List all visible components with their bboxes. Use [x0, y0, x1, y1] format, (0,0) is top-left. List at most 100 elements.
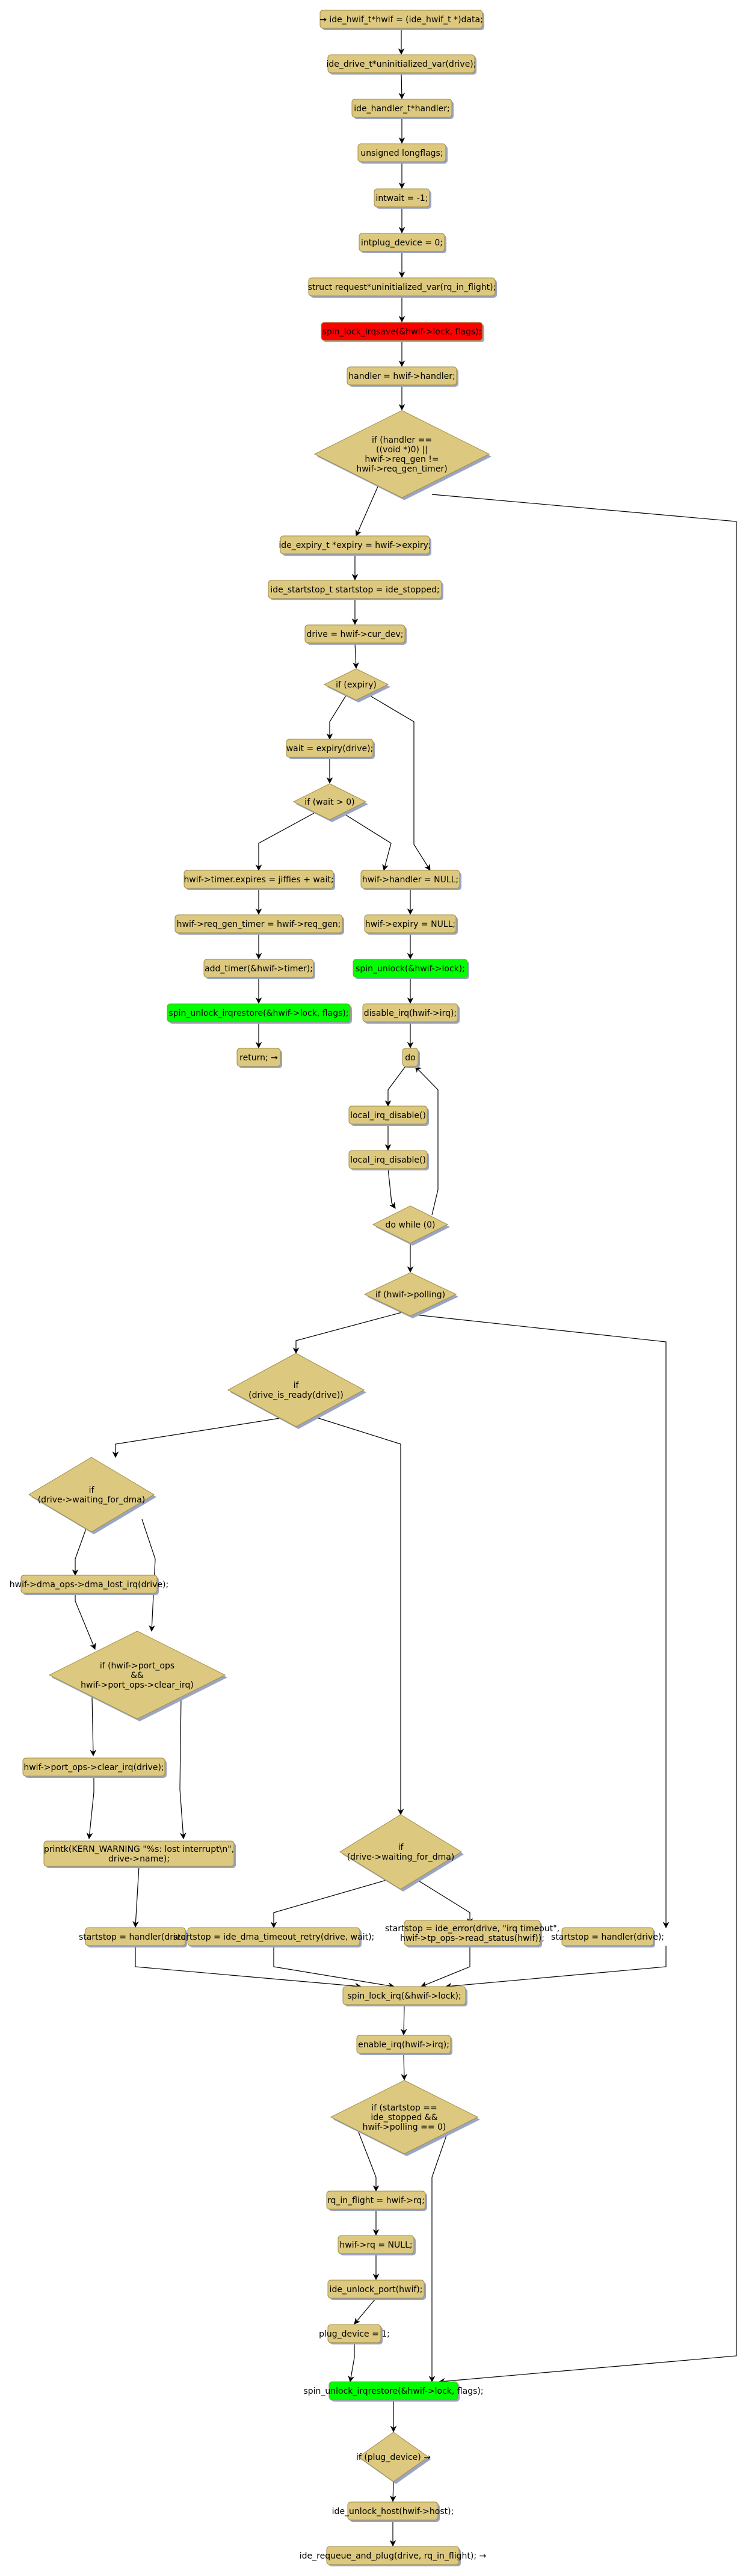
process-node-n40[interactable]: ide_unlock_host(hwif->host);: [332, 2501, 454, 2522]
diamond-shape: [323, 668, 389, 701]
decision-node-d11[interactable]: if (plug_device) →: [356, 2432, 431, 2484]
process-node-n15[interactable]: hwif->req_gen_timer = hwif->req_gen;: [174, 914, 344, 935]
process-node-n4[interactable]: unsigned longflags;: [357, 143, 448, 164]
decision-node-d5[interactable]: if (hwif->polling): [363, 1272, 458, 1318]
edge-d10-to-n39: [428, 2132, 448, 2383]
edge-d1-to-n39: [431, 494, 737, 2385]
process-node-n38[interactable]: plug_device = 1;: [319, 2324, 390, 2344]
process-node-n34[interactable]: enable_irq(hwif->irq);: [356, 2035, 452, 2055]
diamond-shape: [339, 1814, 462, 1890]
decision-node-d1[interactable]: if (handler ==((void *)0) ||hwif->req_ge…: [313, 410, 492, 500]
process-node-n30[interactable]: startstop = ide_dma_timeout_retry(drive,…: [173, 1927, 375, 1947]
node-label: ide_handler_t*handler;: [354, 104, 450, 114]
decision-node-d7[interactable]: if(drive->waiting_for_dma): [28, 1457, 156, 1534]
edge-d8-to-n28: [179, 1696, 186, 1840]
process-node-n12[interactable]: drive = hwif->cur_dev;: [304, 624, 407, 645]
edge-d6-to-d9: [312, 1416, 404, 1816]
process-node-n2[interactable]: ide_drive_t*uninitialized_var(drive);: [327, 54, 477, 75]
box-shape: [304, 624, 405, 644]
node-label: startstop = handler(drive);: [551, 1932, 664, 1942]
node-label: disable_irq(hwif->irq);: [364, 1009, 457, 1018]
edge-n27-to-n28: [86, 1776, 94, 1840]
process-node-n41[interactable]: ide_requeue_and_plug(drive, rq_in_flight…: [300, 2546, 487, 2566]
edge-d1-to-n10: [355, 481, 381, 536]
process-node-n17[interactable]: spin_unlock_irqrestore(&hwif->lock, flag…: [167, 1003, 352, 1024]
process-node-n26[interactable]: hwif->dma_ops->dma_lost_irq(drive);: [10, 1575, 169, 1595]
node-label: intplug_device = 0;: [361, 238, 443, 248]
process-node-n31[interactable]: startstop = ide_error(drive, "irq timeou…: [385, 1920, 560, 1947]
process-node-n25[interactable]: local_irq_disable(): [348, 1150, 429, 1170]
decision-node-d8[interactable]: if (hwif->port_ops&&hwif->port_ops->clea…: [48, 1631, 227, 1721]
process-node-n36[interactable]: hwif->rq = NULL;: [338, 2235, 416, 2255]
process-node-n23[interactable]: do: [402, 1048, 420, 1068]
process-node-n7[interactable]: struct request*uninitialized_var(rq_in_f…: [308, 277, 497, 298]
process-node-n24[interactable]: local_irq_disable(): [348, 1105, 429, 1126]
process-node-n28[interactable]: printk(KERN_WARNING "%s: lost interrupt\…: [43, 1840, 236, 1868]
decision-node-d10[interactable]: if (startstop ==ide_stopped &&hwif->poll…: [330, 2080, 480, 2156]
process-node-n3[interactable]: ide_handler_t*handler;: [351, 99, 454, 119]
box-shape: [236, 1048, 281, 1067]
decision-node-d2[interactable]: if (expiry): [323, 668, 390, 702]
node-label: do while (0): [386, 1220, 436, 1230]
process-node-n9[interactable]: handler = hwif->handler;: [347, 366, 458, 387]
process-node-n8[interactable]: spin_lock_irqsave(&hwif->lock, flags);: [321, 322, 484, 342]
diamond-shape: [363, 1272, 457, 1317]
node-label: (drive->waiting_for_dma): [347, 1852, 455, 1862]
process-node-n20[interactable]: hwif->expiry = NULL;: [364, 914, 458, 935]
process-node-n6[interactable]: intplug_device = 0;: [359, 233, 446, 253]
node-label: if (expiry): [336, 680, 377, 690]
node-label: hwif->expiry = NULL;: [365, 920, 455, 929]
node-label: spin_unlock(&hwif->lock);: [356, 964, 465, 974]
node-label: hwif->polling == 0): [363, 2123, 446, 2132]
node-label: (drive_is_ready(drive)): [248, 1391, 344, 1400]
edge-n29-to-n33: [135, 1946, 362, 1990]
node-label: hwif->tp_ops->read_status(hwif));: [400, 1934, 544, 1943]
node-label: struct request*uninitialized_var(rq_in_f…: [308, 283, 496, 292]
process-node-n10[interactable]: ide_expiry_t *expiry = hwif->expiry;: [279, 535, 431, 556]
edge-d6-to-d7: [112, 1416, 288, 1459]
process-node-n5[interactable]: intwait = -1;: [374, 188, 431, 209]
process-node-n29[interactable]: startstop = handler(drive);: [79, 1927, 192, 1947]
box-shape: [268, 580, 442, 599]
process-node-n27[interactable]: hwif->port_ops->clear_irq(drive);: [22, 1757, 167, 1778]
process-node-n21[interactable]: spin_unlock(&hwif->lock);: [353, 959, 469, 979]
edge-d7-to-d8: [141, 1519, 156, 1632]
diamond-shape: [358, 2432, 429, 2482]
box-shape: [353, 959, 468, 978]
node-label: (drive->waiting_for_dma): [38, 1495, 146, 1505]
box-shape: [327, 2279, 425, 2299]
process-node-n39[interactable]: spin_unlock_irqrestore(&hwif->lock, flag…: [303, 2381, 484, 2402]
process-node-n13[interactable]: wait = expiry(drive);: [286, 739, 375, 759]
process-node-n33[interactable]: spin_lock_irq(&hwif->lock);: [342, 1986, 467, 2006]
node-label: startstop = handler(drive);: [79, 1932, 192, 1942]
process-node-n11[interactable]: ide_startstop_t startstop = ide_stopped;: [268, 580, 443, 600]
box-shape: [328, 2381, 458, 2400]
node-label: hwif->rq = NULL;: [339, 2240, 412, 2250]
process-node-n16[interactable]: add_timer(&hwif->timer);: [203, 959, 315, 979]
box-shape: [359, 233, 445, 252]
process-node-n37[interactable]: ide_unlock_port(hwif);: [327, 2279, 426, 2300]
box-shape: [348, 1150, 428, 1169]
process-node-n22[interactable]: disable_irq(hwif->irq);: [362, 1003, 460, 1024]
edge-n2-to-n3: [398, 72, 405, 100]
node-label: drive->name);: [108, 1854, 170, 1864]
decision-node-d4[interactable]: do while (0): [372, 1205, 450, 1246]
decision-node-d9[interactable]: if(drive->waiting_for_dma): [339, 1814, 464, 1892]
process-node-n1[interactable]: → ide_hwif_t*hwif = (ide_hwif_t *)data;: [319, 10, 484, 30]
edge-d5-to-d6: [292, 1312, 402, 1354]
edge-n23-to-n24: [384, 1066, 406, 1107]
process-node-n35[interactable]: rq_in_flight = hwif->rq;: [326, 2190, 427, 2211]
decision-node-d6[interactable]: if(drive_is_ready(drive)): [227, 1353, 366, 1429]
edge-d9-to-n31: [417, 1880, 473, 1925]
node-label: startstop = ide_dma_timeout_retry(drive,…: [173, 1932, 375, 1942]
decision-node-d3[interactable]: if (wait > 0): [292, 783, 368, 822]
edge-d3-to-n14: [255, 813, 315, 871]
process-node-n14[interactable]: hwif->timer.expires = jiffies + wait;: [183, 870, 335, 890]
process-node-n19[interactable]: hwif->handler = NULL;: [360, 870, 461, 890]
box-shape: [321, 322, 483, 341]
edge-d9-to-n30: [270, 1880, 387, 1929]
process-node-n18[interactable]: return; →: [236, 1048, 282, 1068]
process-node-n32[interactable]: startstop = handler(drive);: [551, 1927, 664, 1947]
node-label: if (wait > 0): [304, 798, 354, 807]
